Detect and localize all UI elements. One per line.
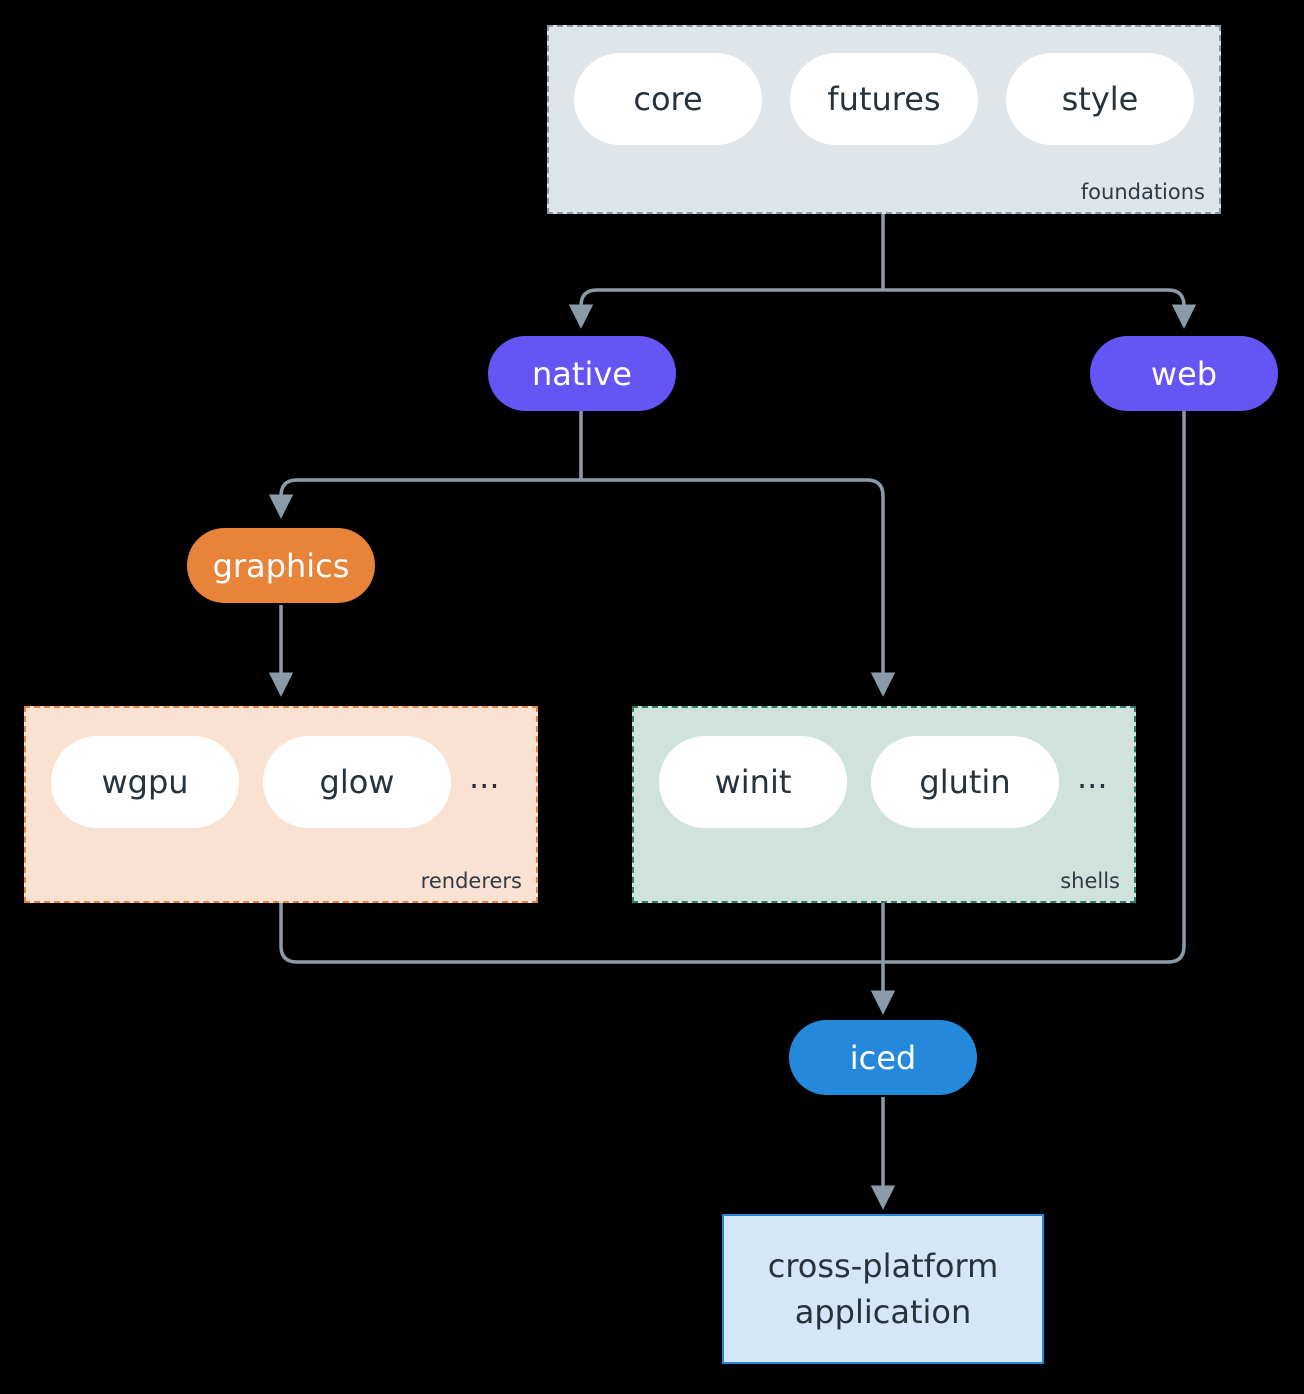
edge-native-graphics: [268, 478, 581, 519]
pill-futures[interactable]: futures: [790, 53, 978, 145]
cluster-label-foundations: foundations: [1080, 180, 1205, 204]
node-web-label: web: [1150, 354, 1218, 393]
pill-wgpu-label: wgpu: [101, 763, 189, 801]
cluster-label-shells: shells: [1060, 869, 1120, 893]
node-iced[interactable]: iced: [789, 1020, 977, 1095]
edge-foundations-web: [883, 288, 1197, 329]
pill-glutin[interactable]: glutin: [871, 736, 1059, 828]
node-native[interactable]: native: [488, 336, 676, 411]
edge-native-shells: [581, 478, 896, 697]
pill-winit-label: winit: [714, 763, 792, 801]
edge-foundations-native: [568, 288, 883, 329]
pill-glow-label: glow: [319, 763, 395, 801]
pill-style-label: style: [1061, 80, 1139, 118]
pill-futures-label: futures: [827, 80, 941, 118]
node-graphics-label: graphics: [212, 546, 350, 585]
pill-glutin-label: glutin: [919, 763, 1011, 801]
pill-glow[interactable]: glow: [263, 736, 451, 828]
pill-wgpu[interactable]: wgpu: [51, 736, 239, 828]
cluster-label-renderers: renderers: [420, 869, 522, 893]
cluster-foundations: core futures style foundations: [547, 25, 1221, 214]
pill-core-label: core: [633, 80, 703, 118]
node-application-label-line1: cross-platform: [767, 1246, 999, 1285]
node-web[interactable]: web: [1090, 336, 1278, 411]
foundations-items: core futures style: [574, 53, 1194, 145]
renderers-items: wgpu glow ...: [51, 736, 500, 828]
pill-core[interactable]: core: [574, 53, 762, 145]
shells-ellipsis: ...: [1077, 758, 1108, 796]
pill-winit[interactable]: winit: [659, 736, 847, 828]
renderers-ellipsis: ...: [469, 758, 500, 796]
node-native-label: native: [532, 354, 632, 393]
node-application[interactable]: cross-platform application: [722, 1214, 1044, 1364]
node-iced-label: iced: [849, 1038, 917, 1077]
pill-style[interactable]: style: [1006, 53, 1194, 145]
cluster-shells: winit glutin ... shells: [632, 706, 1136, 903]
node-graphics[interactable]: graphics: [187, 528, 375, 603]
shells-items: winit glutin ...: [659, 736, 1108, 828]
edge-renderers-iced: [279, 903, 883, 964]
cluster-renderers: wgpu glow ... renderers: [24, 706, 538, 903]
edge-web-iced: [883, 411, 1186, 964]
node-application-label-line2: application: [794, 1293, 972, 1331]
